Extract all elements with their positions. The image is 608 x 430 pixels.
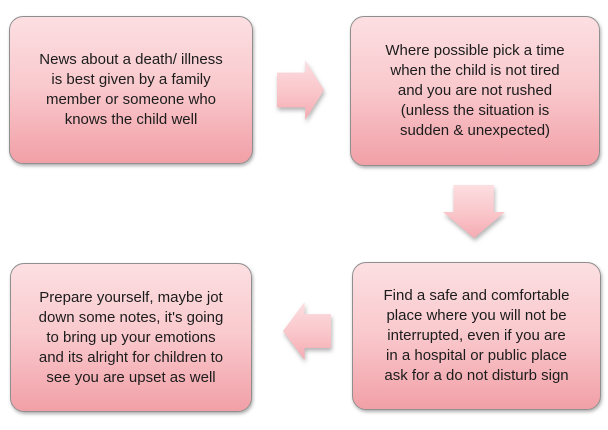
flow-box-text-line: down some notes, it's going	[38, 308, 224, 326]
left-arrow-shape	[283, 302, 331, 360]
flow-box-text-line: place where you will not be	[386, 307, 567, 324]
flow-box-text-line: interrupted, even if you are	[387, 327, 566, 344]
flow-box-text-line: and you are not rushed	[397, 82, 553, 99]
flow-box-text-line: Where possible pick a time	[385, 42, 565, 59]
flow-box-text-line: News about a death/ illness	[39, 51, 223, 68]
flow-box-prepare-yourself: Prepare yourself, maybe jot down some no…	[10, 263, 252, 412]
flow-box-text-line: is best given by a family	[51, 71, 211, 88]
left-arrow-icon	[283, 302, 331, 360]
flow-box-text-line: and its alright for children to	[38, 348, 224, 366]
down-arrow-icon	[443, 185, 505, 238]
flow-box-text-line: to bring up your emotions	[46, 328, 216, 346]
flow-box-safe-place: Find a safe and comfortable place where …	[352, 262, 601, 410]
flow-box-text-line: member or someone who	[45, 91, 217, 108]
flow-box-text-line: see you are upset as well	[46, 368, 216, 386]
flow-box-news-source: News about a death/ illness is best give…	[9, 16, 253, 164]
flow-box-text-line: ask for a do not disturb sign	[384, 367, 569, 384]
flow-box-text-line: Find a safe and comfortable	[383, 287, 570, 304]
down-arrow-shape	[443, 185, 505, 238]
flow-box-pick-time: Where possible pick a time when the chil…	[350, 16, 600, 166]
flow-box-text-line: sudden & unexpected)	[399, 122, 551, 139]
right-arrow-shape	[277, 60, 324, 120]
flow-box-text-line: in a hospital or public place	[386, 347, 567, 364]
flow-box-text-line: knows the child well	[64, 111, 198, 128]
flow-box-text-line: (unless the situation is	[400, 102, 550, 119]
right-arrow-icon	[277, 60, 324, 120]
flow-box-text-line: Prepare yourself, maybe jot	[39, 288, 223, 306]
flow-box-text-line: when the child is not tired	[390, 62, 560, 79]
